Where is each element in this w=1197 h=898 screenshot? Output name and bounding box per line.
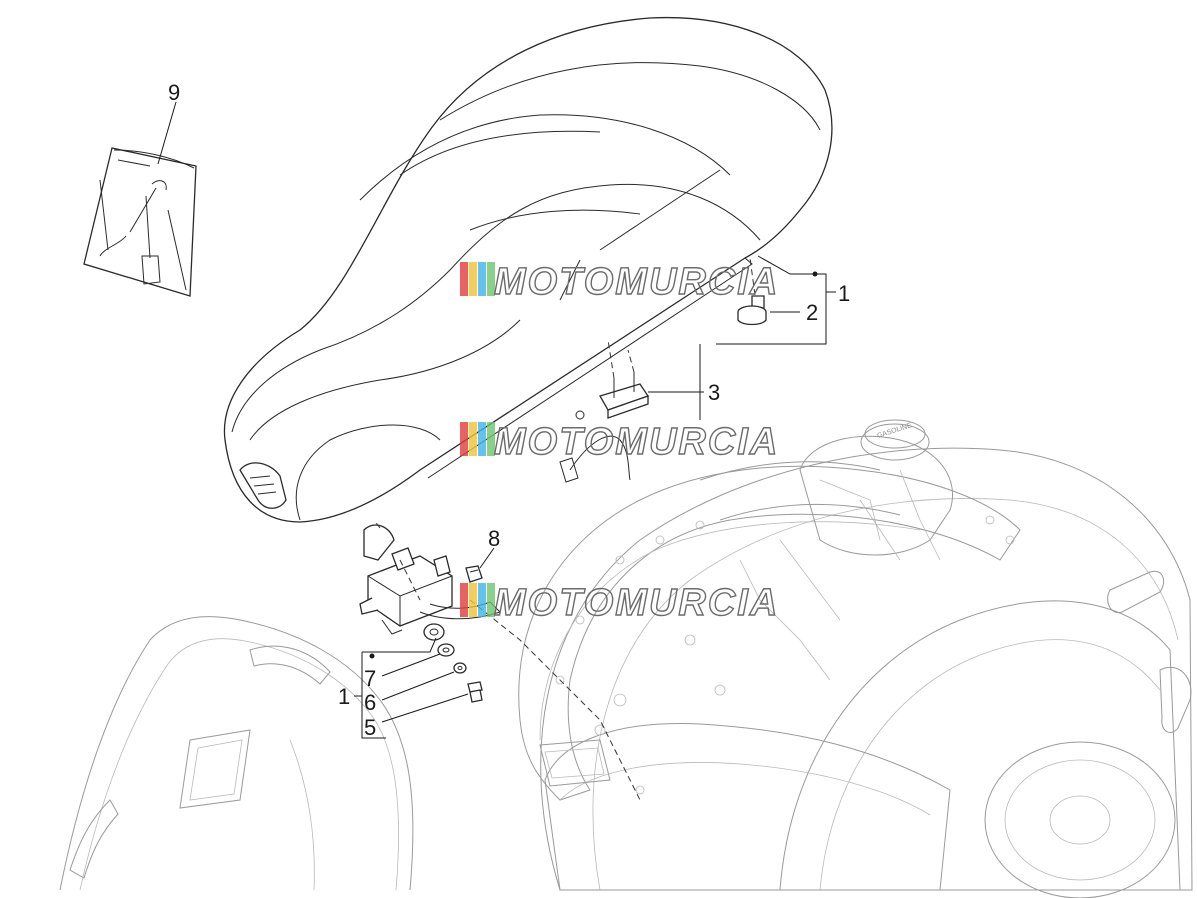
watermark-stripe bbox=[487, 262, 495, 296]
watermark-top-text: MOTOMURCIA bbox=[494, 261, 779, 303]
callout-9: 9 bbox=[168, 80, 180, 105]
watermark-stripe bbox=[460, 262, 468, 296]
part-2-rubber-buffer bbox=[737, 257, 767, 326]
tank-cap-label: GASOLINE bbox=[876, 422, 913, 440]
part-9-tool-kit bbox=[83, 147, 197, 297]
watermark-stripe bbox=[460, 422, 468, 456]
callout-8: 8 bbox=[488, 526, 500, 551]
callout-3: 3 bbox=[708, 380, 720, 405]
watermark-stripe bbox=[469, 262, 477, 296]
callout-6: 6 bbox=[364, 690, 376, 715]
watermark-stripe bbox=[469, 422, 477, 456]
watermark-stripe bbox=[460, 583, 468, 617]
watermark-bottom: MOTOMURCIA bbox=[460, 581, 779, 625]
watermark-middle-text: MOTOMURCIA bbox=[494, 421, 779, 463]
hinge-assembly bbox=[359, 519, 641, 801]
watermark-middle: MOTOMURCIA bbox=[460, 420, 779, 464]
watermark-stripe bbox=[487, 583, 495, 617]
watermark-bottom-text: MOTOMURCIA bbox=[494, 582, 779, 624]
watermark-stripe bbox=[478, 422, 486, 456]
callout-group-top bbox=[716, 255, 836, 345]
part-3-bracket bbox=[599, 339, 650, 419]
seat-part bbox=[223, 16, 833, 523]
watermark-stripe bbox=[487, 422, 495, 456]
callout-2: 2 bbox=[806, 300, 818, 325]
watermark-stripe bbox=[478, 262, 486, 296]
watermark-stripe bbox=[478, 583, 486, 617]
callout-5: 5 bbox=[364, 715, 376, 740]
scooter-body-ghost: GASOLINE bbox=[518, 419, 1193, 898]
callout-1-bottom: 1 bbox=[338, 684, 350, 709]
callout-7: 7 bbox=[364, 666, 376, 691]
watermark-top: MOTOMURCIA bbox=[460, 260, 779, 304]
watermark-stripe bbox=[469, 583, 477, 617]
callout-group-bottom bbox=[354, 637, 469, 739]
callout-1-top: 1 bbox=[838, 281, 850, 306]
leg-shield-ghost bbox=[59, 616, 414, 891]
